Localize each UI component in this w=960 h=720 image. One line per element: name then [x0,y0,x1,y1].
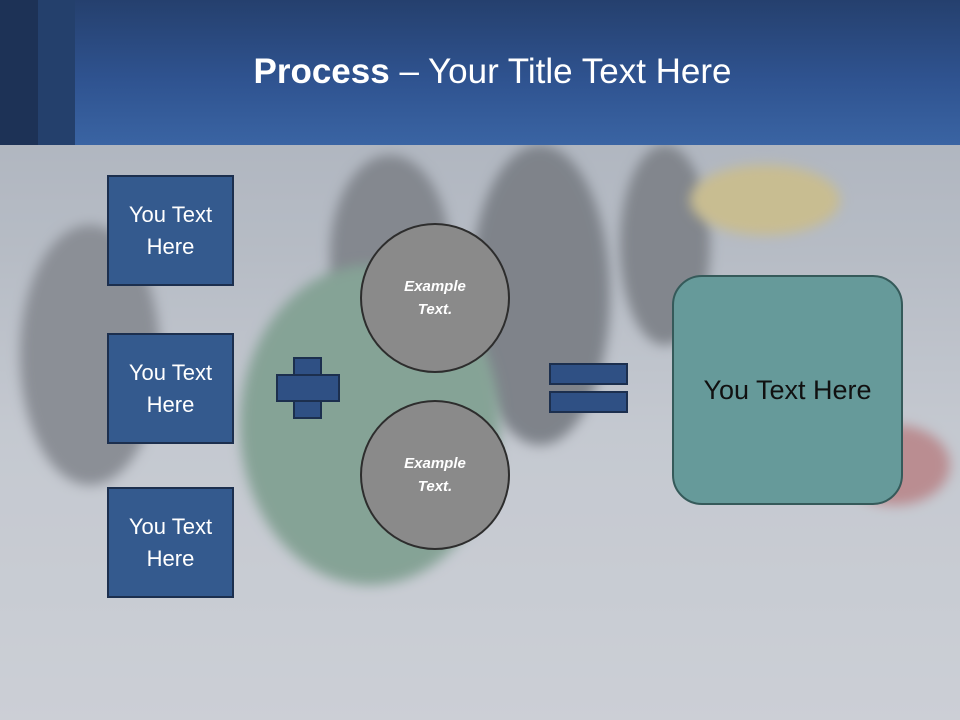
result-label: You Text Here [703,374,872,405]
input-box-1[interactable]: You Text Here [107,175,234,286]
circle-label: Example Text. [404,455,466,495]
circle-label: Example Text. [404,278,466,318]
example-circle-1[interactable]: Example Text. [360,223,510,373]
header-bar: Process – Your Title Text Here [0,0,960,145]
input-box-2[interactable]: You Text Here [107,333,234,444]
input-box-3[interactable]: You Text Here [107,487,234,598]
input-box-label: You Text Here [128,201,213,259]
input-box-label: You Text Here [128,359,213,417]
input-box-label: You Text Here [128,513,213,571]
title-bold: Process [253,52,390,91]
result-box[interactable]: You Text Here [672,275,903,505]
title-rest: – Your Title Text Here [389,52,732,91]
example-circle-2[interactable]: Example Text. [360,400,510,550]
header-accent-strip [0,0,38,145]
slide-title: Process – Your Title Text Here [0,52,960,92]
header-accent-strip [38,0,75,145]
